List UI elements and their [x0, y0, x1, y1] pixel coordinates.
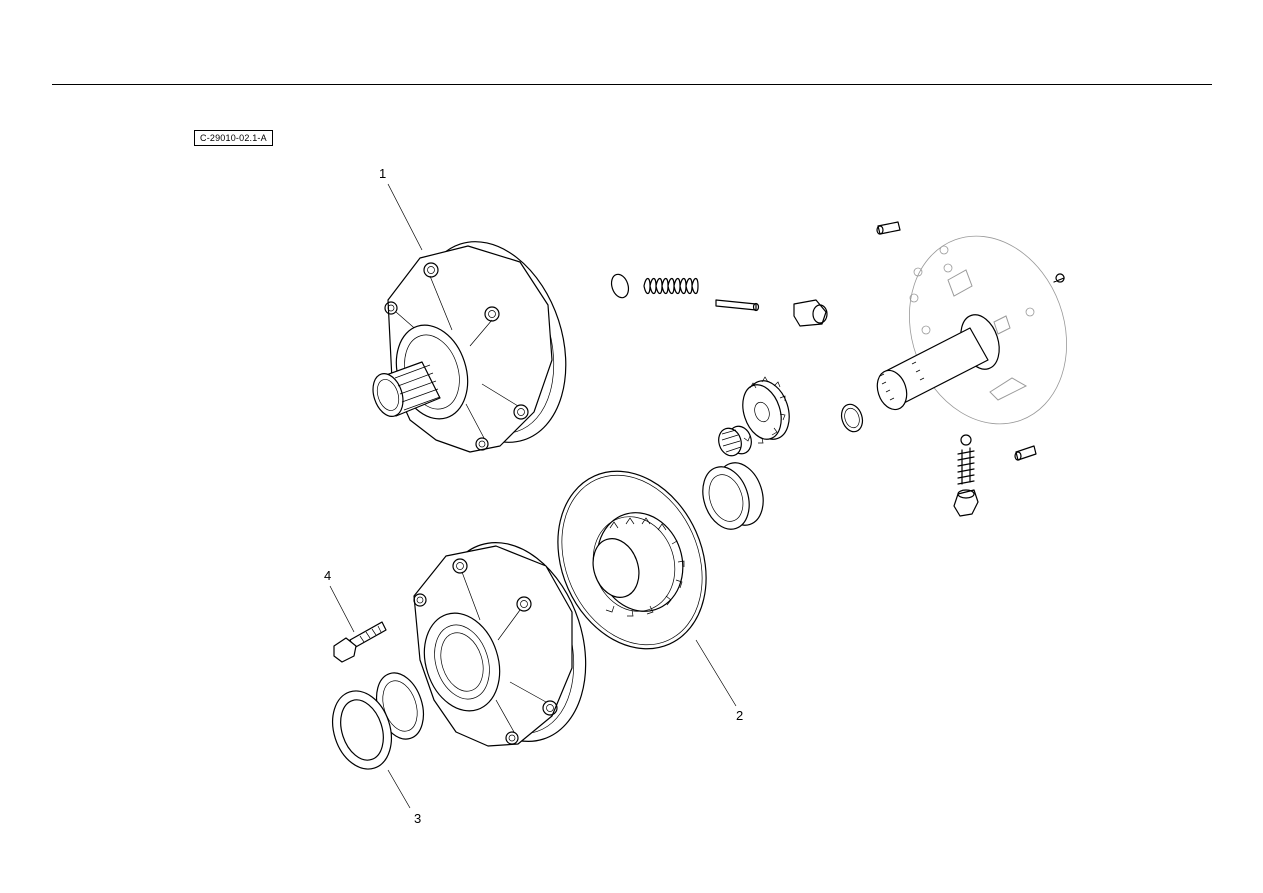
reference-stator-shaft [876, 221, 1068, 461]
relief-valve-assembly [953, 434, 979, 517]
valve-sleeve [793, 299, 828, 327]
outer-gear [592, 512, 685, 617]
callout-2: 2 [736, 708, 743, 723]
hex-bolt [333, 621, 387, 663]
leader-line-3 [387, 769, 411, 809]
shaft-seal [332, 672, 425, 770]
leader-line-2 [695, 639, 737, 707]
header-rule [52, 84, 1212, 85]
bushing-sleeve [702, 462, 764, 530]
pump-housing-upper [372, 241, 567, 453]
drive-gear [742, 376, 790, 444]
roll-pin [715, 299, 760, 312]
needle-bearing [718, 425, 752, 457]
pump-housing-lower [413, 542, 587, 747]
leader-line-1 [387, 183, 423, 251]
valve-spring [643, 277, 699, 295]
valve-plug [610, 273, 630, 299]
callout-4: 4 [324, 568, 331, 583]
callout-1: 1 [379, 166, 386, 181]
callout-3: 3 [414, 811, 421, 826]
leader-line-4 [329, 585, 355, 633]
reference-code-box: C-29010-02.1-A [194, 130, 273, 146]
snap-ring [840, 403, 864, 433]
o-ring [557, 470, 707, 650]
